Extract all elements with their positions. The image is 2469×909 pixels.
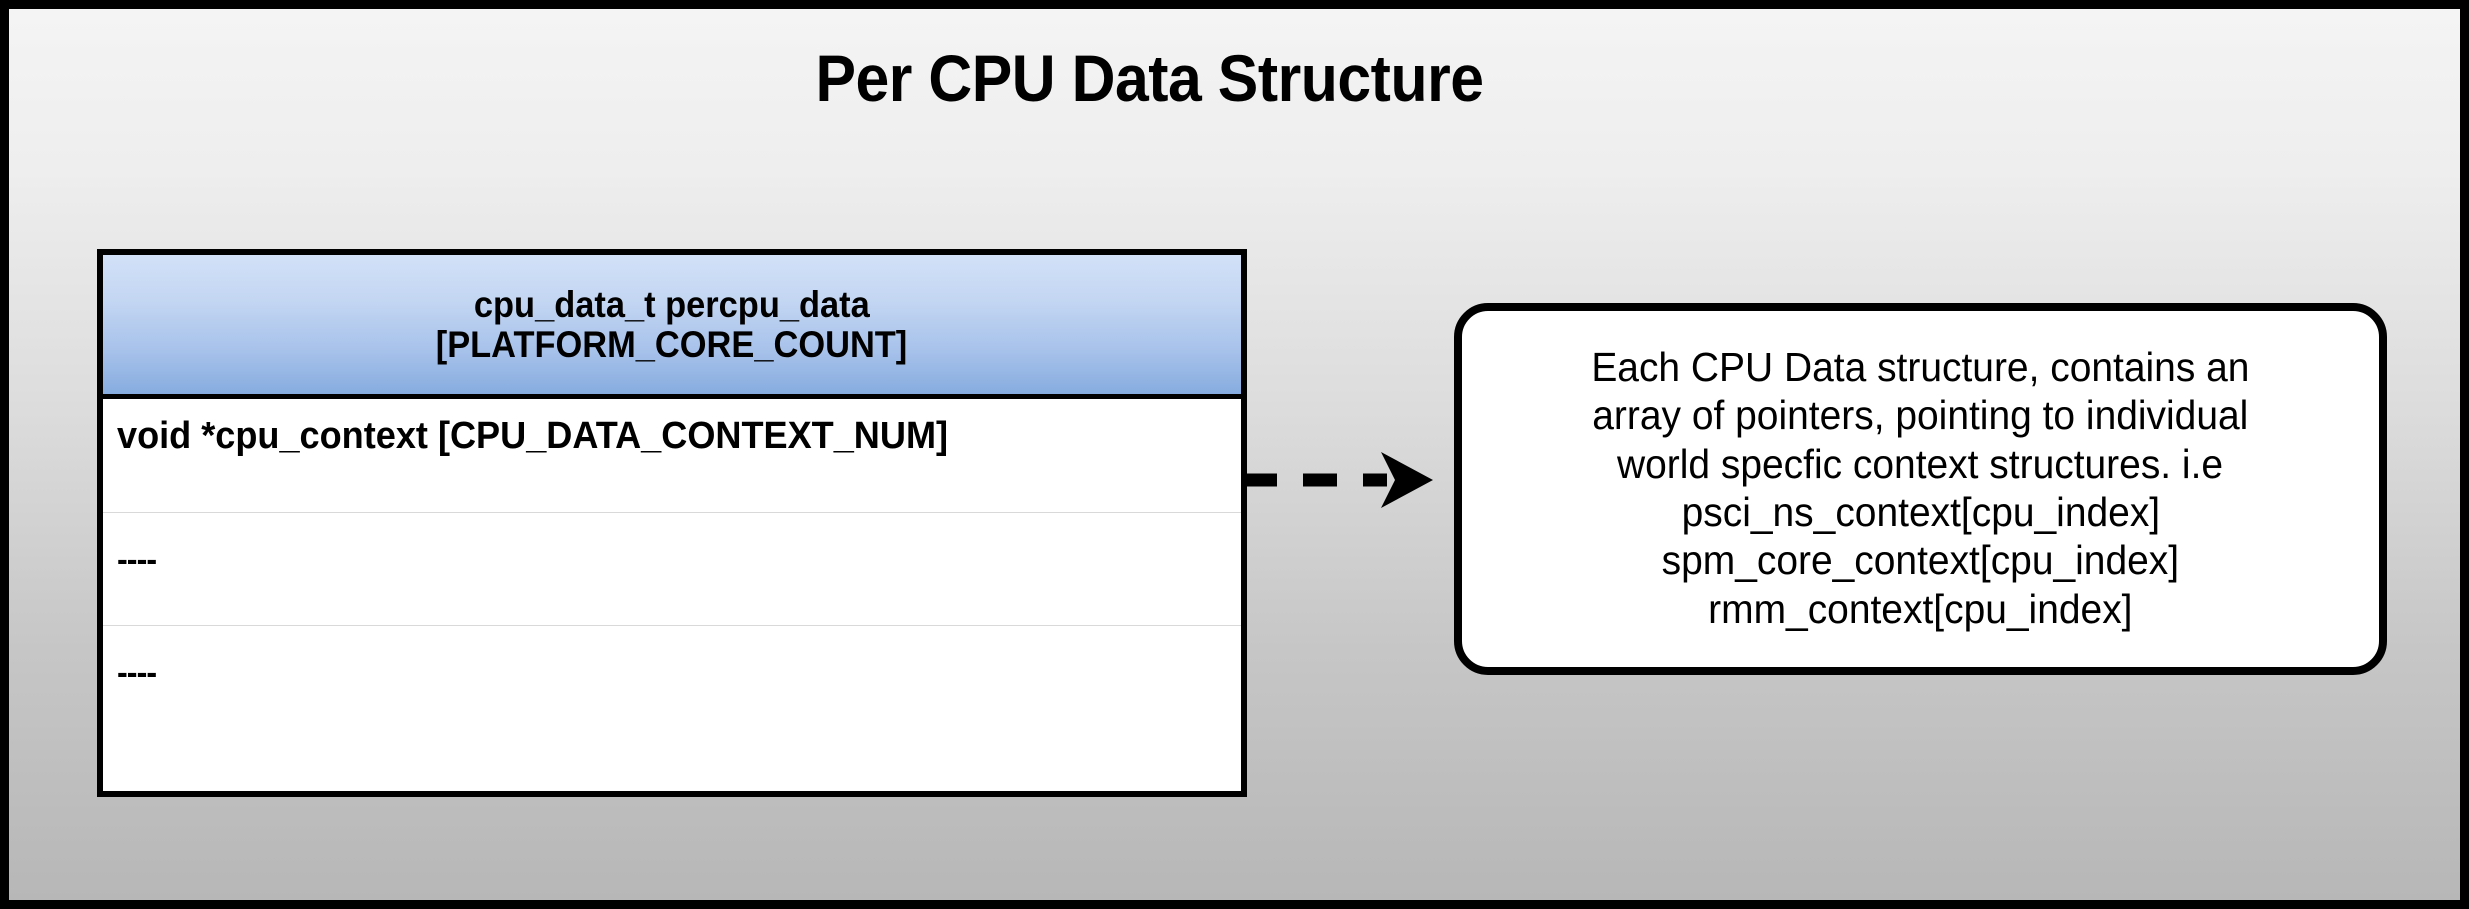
callout-line: spm_core_context[cpu_index] <box>1661 537 2180 584</box>
struct-field-placeholder-1: ---- <box>117 541 157 579</box>
struct-header-line-1: cpu_data_t percpu_data <box>474 283 870 325</box>
struct-field-cpu-context: void *cpu_context [CPU_DATA_CONTEXT_NUM] <box>117 415 949 457</box>
callout-line: Each CPU Data structure, contains an <box>1591 343 2250 390</box>
struct-header-line-2: [PLATFORM_CORE_COUNT] <box>436 323 908 365</box>
table-row: ---- <box>103 625 1241 762</box>
callout-line: array of pointers, pointing to individua… <box>1592 392 2249 439</box>
table-row: void *cpu_context [CPU_DATA_CONTEXT_NUM] <box>103 399 1241 512</box>
table-row: ---- <box>103 512 1241 625</box>
per-cpu-struct-table: cpu_data_t percpu_data [PLATFORM_CORE_CO… <box>97 249 1247 797</box>
struct-table-header: cpu_data_t percpu_data [PLATFORM_CORE_CO… <box>103 255 1241 399</box>
callout-line: world specfic context structures. i.e <box>1617 440 2224 487</box>
callout-note: Each CPU Data structure, contains an arr… <box>1454 303 2387 675</box>
struct-field-placeholder-2: ---- <box>117 654 157 692</box>
connector-arrowhead-icon <box>1381 452 1433 508</box>
page-title: Per CPU Data Structure <box>815 41 1484 115</box>
dashed-arrow-connector <box>1243 452 1433 508</box>
callout-line: rmm_context[cpu_index] <box>1708 585 2133 632</box>
callout-line: psci_ns_context[cpu_index] <box>1681 489 2160 535</box>
